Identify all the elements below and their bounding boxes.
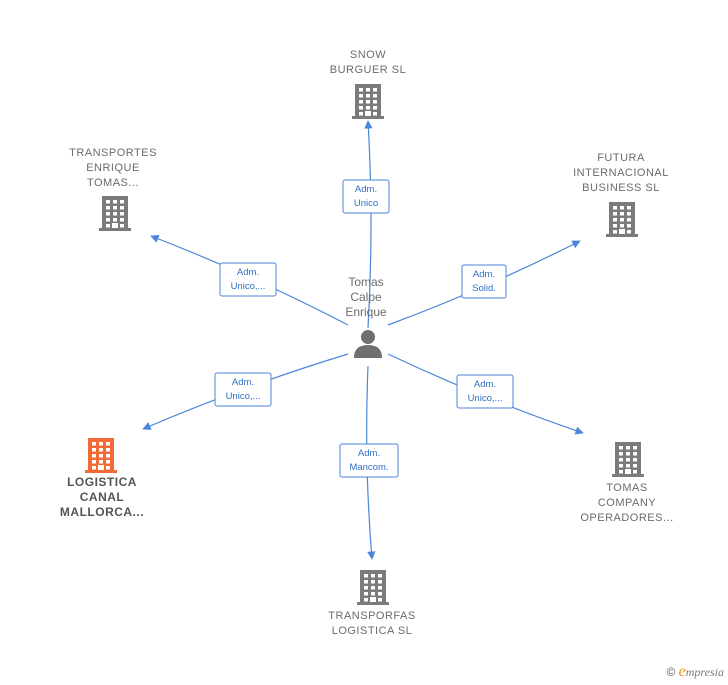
edge-logistica-canal: Adm. Unico,... (142, 353, 349, 430)
company-name-line: LOGISTICA SL (332, 625, 413, 637)
company-name-line: TRANSPORFAS (328, 610, 415, 622)
edge-transportes-enrique: Adm. Unico,... (150, 234, 349, 326)
company-node-transporfas-logistica[interactable]: TRANSPORFAS LOGISTICA SL (328, 570, 415, 637)
building-icon (99, 196, 131, 231)
person-name-line: Calpe (350, 290, 382, 304)
role-text-line: Adm. (232, 377, 254, 388)
role-text-line: Adm. (355, 184, 377, 195)
edge-transporfas-logistica: Adm. Mancom. (339, 365, 399, 560)
company-node-futura-internacional[interactable]: FUTURA INTERNACIONAL BUSINESS SL (573, 152, 669, 237)
role-badge[interactable]: Adm. Unico,... (219, 262, 277, 297)
person-icon (354, 330, 382, 358)
company-name-line: SNOW (350, 49, 386, 61)
company-name-line: MALLORCA... (60, 505, 144, 519)
role-badge[interactable]: Adm. Unico,... (456, 374, 514, 409)
role-text-line: Adm. (358, 448, 380, 459)
nodes-layer: SNOW BURGUER SL FUTURA INTERNACIONAL BUSINES… (60, 49, 673, 637)
company-name-line: TRANSPORTES (69, 147, 157, 159)
edge-arrow (364, 120, 373, 329)
edge-futura-internacional: Adm. Solid. (387, 240, 581, 326)
building-icon (357, 570, 389, 605)
company-name-line: OPERADORES... (580, 512, 673, 524)
company-name-line: TOMAS... (87, 177, 139, 189)
role-badge[interactable]: Adm. Unico,... (214, 372, 272, 407)
role-text-line: Unico,... (468, 393, 503, 404)
empresia-credit[interactable]: © empresia (666, 663, 724, 681)
role-text-line: Unico,... (231, 281, 266, 292)
role-text-line: Solid. (472, 283, 496, 294)
copyright-symbol: © (666, 665, 676, 679)
company-name-line: FUTURA (597, 152, 645, 164)
building-icon (612, 442, 644, 477)
edges-layer: Adm.UnicoAdm.Solid.Adm.Unico,...Adm.Manc… (142, 120, 584, 560)
building-icon (606, 202, 638, 237)
company-name-line: BUSINESS SL (582, 182, 660, 194)
company-name-line: CANAL (80, 490, 125, 504)
company-node-transportes-enrique[interactable]: TRANSPORTES ENRIQUE TOMAS... (69, 147, 157, 231)
company-name-line: LOGISTICA (67, 475, 137, 489)
company-node-snow-burguer[interactable]: SNOW BURGUER SL (330, 49, 407, 119)
role-text-line: Adm. (474, 379, 496, 390)
person-name-line: Tomas (348, 275, 383, 289)
role-badge[interactable]: Adm. Unico (342, 179, 390, 214)
role-text-line: Adm. (473, 269, 495, 280)
role-text-line: Unico (354, 198, 378, 209)
company-node-tomas-company[interactable]: TOMAS COMPANY OPERADORES... (580, 442, 673, 524)
role-badge[interactable]: Adm. Mancom. (339, 443, 399, 478)
building-icon (85, 438, 117, 473)
company-name-line: ENRIQUE (86, 162, 140, 174)
company-name-line: COMPANY (598, 497, 656, 509)
role-text-line: Adm. (237, 267, 259, 278)
brand-name: mpresia (685, 665, 724, 679)
role-text-line: Unico,... (226, 391, 261, 402)
role-badge[interactable]: Adm. Solid. (461, 264, 507, 299)
role-text-line: Mancom. (349, 462, 388, 473)
edge-snow-burguer: Adm. Unico (342, 120, 390, 329)
company-name-line: BURGUER SL (330, 64, 407, 76)
building-icon (352, 84, 384, 119)
company-name-line: INTERNACIONAL (573, 167, 669, 179)
edge-tomas-company: Adm. Unico,... (387, 353, 584, 435)
company-name-line: TOMAS (606, 482, 647, 494)
brand-initial: e (678, 663, 686, 680)
person-name-line: Enrique (345, 305, 387, 319)
company-node-logistica-canal[interactable]: LOGISTICACANALMALLORCA... (60, 438, 144, 519)
